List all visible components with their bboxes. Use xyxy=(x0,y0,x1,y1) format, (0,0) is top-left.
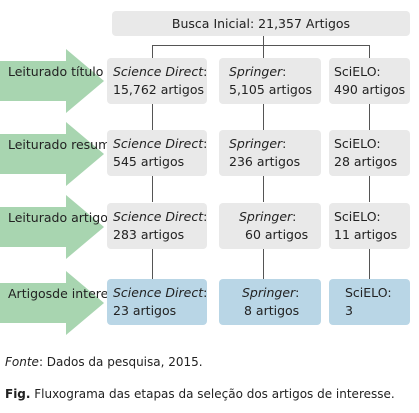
cell-interesse-scielo: SciELO: 3 xyxy=(329,279,410,325)
db-sep: : xyxy=(203,285,208,300)
cell-resumo-springer: Springer: 236 artigos xyxy=(219,130,321,176)
connector-col3-a xyxy=(369,45,370,58)
db-sep: : xyxy=(203,64,208,79)
article-count: 490 artigos xyxy=(334,82,406,97)
article-count: 5,105 artigos xyxy=(229,82,313,97)
article-count: 545 artigos xyxy=(113,154,185,169)
article-count: 236 artigos xyxy=(229,154,301,169)
connector-col1-a xyxy=(152,45,153,58)
stage-arrow-artigo: Leiturado artigo xyxy=(0,195,108,259)
db-name: Springer xyxy=(242,285,296,300)
db-name: SciELO: xyxy=(334,136,381,151)
stage-label-line1: Leitura xyxy=(8,137,52,152)
article-count: 8 artigos xyxy=(244,303,300,318)
connector-top-bar xyxy=(152,45,370,46)
stage-label-line2: do artigo xyxy=(51,210,108,225)
source-label: Fonte xyxy=(5,355,39,369)
initial-search-label: Busca Inicial: 21,357 Artigos xyxy=(171,16,351,31)
source-note: Fonte: Dados da pesquisa, 2015. xyxy=(5,355,203,369)
db-name: Springer xyxy=(229,64,283,79)
connector-col1-c xyxy=(152,176,153,202)
stage-label-line1: Leitura xyxy=(8,64,52,79)
connector-top-stem xyxy=(263,36,264,45)
caption-prefix: Fig. xyxy=(5,387,31,401)
initial-search-box: Busca Inicial: 21,357 Artigos xyxy=(112,11,410,36)
article-count: 23 artigos xyxy=(113,303,177,318)
connector-col3-d xyxy=(369,249,370,279)
db-name: SciELO: xyxy=(334,209,381,224)
article-count: 15,762 artigos xyxy=(113,82,204,97)
stage-arrow-titulo: Leiturado título xyxy=(0,49,104,113)
db-name: Science Direct xyxy=(113,64,204,79)
cell-titulo-springer: Springer: 5,105 artigos xyxy=(219,58,321,104)
cell-titulo-sciencedirect: Science Direct: 15,762 artigos xyxy=(107,58,207,104)
article-count: 11 artigos xyxy=(334,227,398,242)
connector-col3-b xyxy=(369,104,370,130)
stage-label-line2: do título xyxy=(51,64,104,79)
cell-interesse-springer: Springer: 8 artigos xyxy=(219,279,321,325)
connector-col2-b xyxy=(263,104,264,130)
cell-titulo-scielo: SciELO: 490 artigos xyxy=(329,58,410,104)
db-name: Science Direct xyxy=(113,285,204,300)
connector-col1-d xyxy=(152,249,153,279)
article-count: 3 xyxy=(345,303,353,318)
article-count: 28 artigos xyxy=(334,154,398,169)
connector-col2-c xyxy=(263,176,264,202)
article-count: 60 artigos xyxy=(245,227,309,242)
stage-label-line1: Artigos xyxy=(8,286,53,301)
source-text: : Dados da pesquisa, 2015. xyxy=(38,355,203,369)
connector-col2-a xyxy=(263,45,264,58)
db-name: SciELO: xyxy=(345,285,392,300)
stage-arrow-resumo: Leiturado resumo xyxy=(0,122,118,186)
figure-caption: Fig. Fluxograma das etapas da seleção do… xyxy=(5,387,395,401)
arrow-shape xyxy=(0,122,104,186)
stage-label-line1: Leitura xyxy=(8,210,52,225)
article-count: 283 artigos xyxy=(113,227,185,242)
db-sep: : xyxy=(282,64,287,79)
connector-col2-d xyxy=(263,249,264,279)
cell-artigo-scielo: SciELO: 11 artigos xyxy=(329,203,410,249)
db-name: Science Direct xyxy=(113,209,204,224)
db-sep: : xyxy=(282,136,287,151)
caption-text: Fluxograma das etapas da seleção dos art… xyxy=(30,387,395,401)
arrow-shape xyxy=(0,49,104,113)
arrow-shape xyxy=(0,195,104,259)
db-name: Science Direct xyxy=(113,136,204,151)
cell-resumo-sciencedirect: Science Direct: 545 artigos xyxy=(107,130,207,176)
cell-resumo-scielo: SciELO: 28 artigos xyxy=(329,130,410,176)
db-sep: : xyxy=(203,209,208,224)
connector-col1-b xyxy=(152,104,153,130)
db-sep: : xyxy=(292,209,297,224)
stage-arrow-interesse: Artigosde interesse xyxy=(0,271,129,335)
db-name: SciELO: xyxy=(334,64,381,79)
db-name: Springer xyxy=(239,209,293,224)
db-sep: : xyxy=(203,136,208,151)
cell-artigo-sciencedirect: Science Direct: 283 artigos xyxy=(107,203,207,249)
arrow-shape xyxy=(0,271,104,335)
db-name: Springer xyxy=(229,136,283,151)
cell-interesse-sciencedirect: Science Direct: 23 artigos xyxy=(107,279,207,325)
connector-col3-c xyxy=(369,176,370,202)
db-sep: : xyxy=(295,285,300,300)
stage-label-line2: do resumo xyxy=(51,137,118,152)
cell-artigo-springer: Springer: 60 artigos xyxy=(219,203,321,249)
